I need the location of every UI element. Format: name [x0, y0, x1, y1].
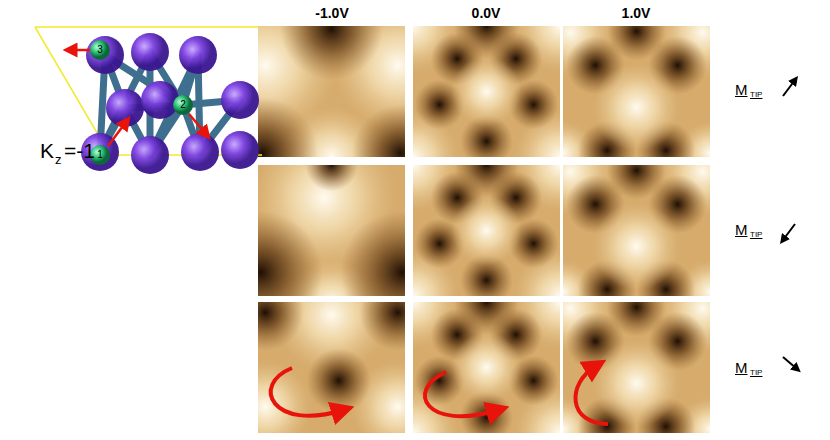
column-header: 0.0V	[472, 6, 501, 20]
tip-subscript: TIP	[750, 231, 762, 239]
rotation-arrow	[271, 368, 343, 416]
moment-arrow	[189, 114, 206, 134]
axis-subscript: z	[55, 153, 62, 166]
tip-arrow	[783, 357, 797, 369]
tip-subscript: TIP	[750, 369, 762, 377]
axis-value: =-1	[64, 140, 95, 161]
tip-label: M	[735, 360, 748, 375]
stm-image	[563, 26, 710, 157]
moment-arrow	[70, 49, 90, 52]
stm-image	[258, 302, 405, 433]
atom-number: 1	[97, 150, 103, 160]
atom-number: 3	[97, 45, 103, 55]
stm-image	[563, 165, 710, 296]
stm-image	[413, 302, 560, 433]
column-header: -1.0V	[315, 6, 348, 20]
stm-image	[413, 165, 560, 296]
rotation-arrow	[425, 372, 498, 416]
tip-arrow	[783, 80, 795, 96]
tip-label: M	[735, 222, 748, 237]
stm-image	[563, 302, 710, 433]
rotation-arrow	[575, 366, 608, 424]
stm-image	[258, 165, 405, 296]
tip-subscript: TIP	[750, 91, 762, 99]
moment-arrow	[108, 122, 126, 146]
tip-label: M	[735, 82, 748, 97]
tip-arrow	[783, 224, 795, 240]
atom-number: 2	[180, 100, 186, 110]
stm-image	[258, 26, 405, 157]
bonds	[100, 52, 240, 155]
atoms	[81, 33, 259, 174]
stm-image	[413, 26, 560, 157]
axis-label: K	[40, 140, 54, 161]
column-header: 1.0V	[622, 6, 651, 20]
